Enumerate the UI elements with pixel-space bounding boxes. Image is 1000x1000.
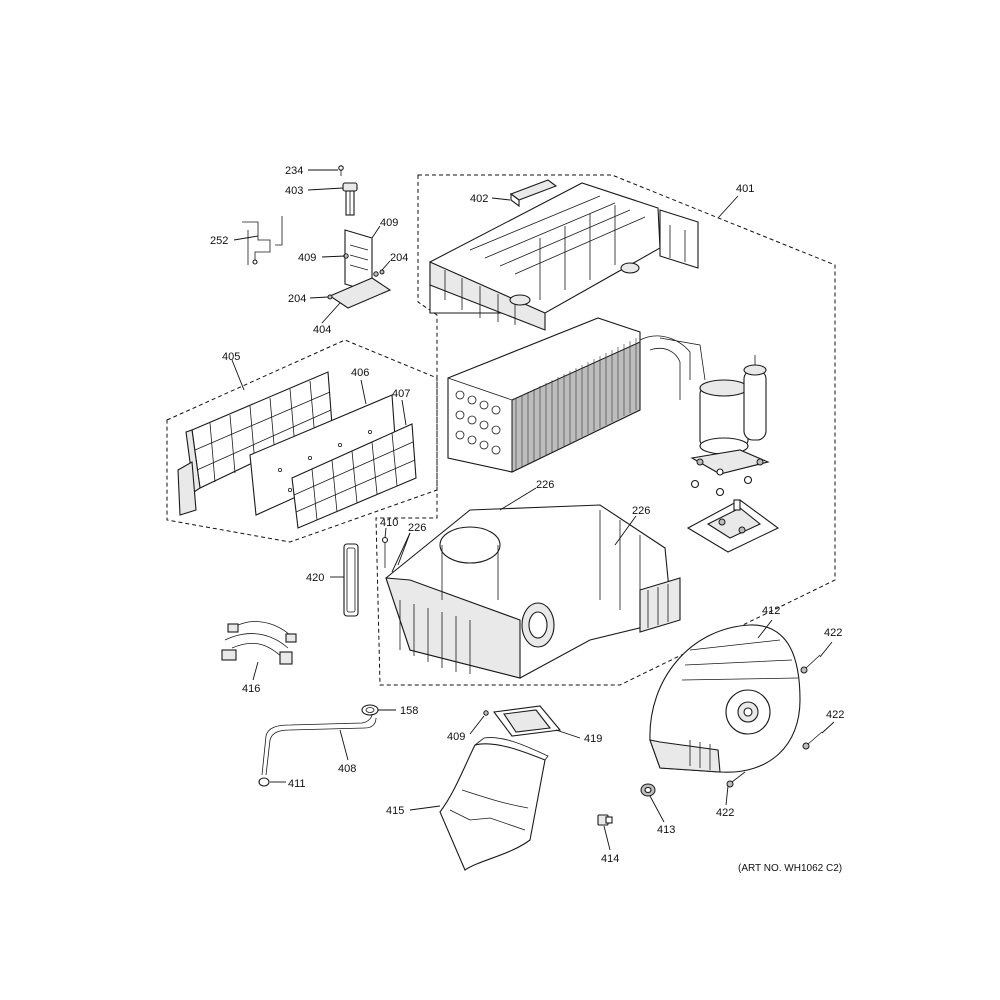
callout-410: 410 (380, 517, 398, 529)
callout-226-left: 226 (408, 522, 426, 534)
part-408-drain-hose[interactable] (261, 713, 377, 776)
part-415-duct[interactable] (439, 737, 549, 871)
callout-158: 158 (400, 705, 418, 717)
callout-226-top: 226 (536, 479, 554, 491)
leader-lines (231, 169, 835, 851)
part-compressor[interactable] (639, 335, 770, 497)
callout-420: 420 (306, 572, 324, 584)
callout-labels: 234 403 252 409 409 204 204 404 402 401 … (210, 165, 844, 865)
callout-226-right: 226 (632, 505, 650, 517)
part-407-filter-grid[interactable] (291, 423, 417, 529)
part-414-connector[interactable] (597, 814, 613, 826)
callout-422-middle: 422 (826, 709, 844, 721)
part-evaporator-coil[interactable] (447, 317, 641, 473)
part-226-base-pan[interactable] (385, 504, 681, 679)
callout-419: 419 (584, 733, 602, 745)
callout-234: 234 (285, 165, 303, 177)
part-422-screw-upper[interactable] (800, 654, 821, 674)
part-412-blower-housing[interactable] (649, 624, 801, 773)
callout-413: 413 (657, 824, 675, 836)
part-419-bracket[interactable] (492, 705, 562, 737)
part-422-screw-lower[interactable] (726, 771, 746, 788)
part-404-bracket[interactable] (328, 229, 392, 309)
part-403-sensor[interactable] (342, 182, 358, 216)
part-409-screw-lower[interactable] (483, 710, 489, 716)
part-416-wire-harness[interactable] (221, 621, 297, 665)
part-401-top-housing[interactable] (429, 182, 699, 331)
art-number: (ART NO. WH1062 C2) (738, 863, 842, 874)
callout-405: 405 (222, 351, 240, 363)
part-252-wire-harness[interactable] (242, 216, 283, 265)
callout-409-left: 409 (298, 252, 316, 264)
part-158-clamp[interactable] (361, 704, 379, 716)
part-204-screw-right[interactable] (379, 269, 385, 275)
callout-422-upper: 422 (824, 627, 842, 639)
callout-411: 411 (288, 778, 306, 790)
callout-403: 403 (285, 185, 303, 197)
part-420-gasket[interactable] (343, 543, 359, 617)
filter-group-outline (166, 339, 438, 543)
callout-407: 407 (392, 388, 410, 400)
callout-415: 415 (386, 805, 404, 817)
part-413-grommet[interactable] (640, 783, 656, 797)
callout-414: 414 (601, 853, 619, 865)
callout-416: 416 (242, 683, 260, 695)
part-411-clamp[interactable] (258, 777, 270, 787)
callout-204-right: 204 (390, 252, 408, 264)
part-234-screw[interactable] (338, 165, 344, 176)
callout-409-lower: 409 (447, 731, 465, 743)
part-410-screw[interactable] (381, 536, 389, 569)
callout-204-left: 204 (288, 293, 306, 305)
callout-401: 401 (736, 183, 754, 195)
part-422-screw-middle[interactable] (802, 731, 823, 750)
part-402-foam-pad[interactable] (509, 179, 558, 208)
part-compressor-base-plate[interactable] (686, 499, 780, 553)
callout-422-lower: 422 (716, 807, 734, 819)
callout-408: 408 (338, 763, 356, 775)
callout-402: 402 (470, 193, 488, 205)
callout-404: 404 (313, 324, 331, 336)
part-204-screw-left[interactable] (327, 294, 333, 300)
callout-409-right: 409 (380, 217, 398, 229)
callout-406: 406 (351, 367, 369, 379)
part-405-filter-frame[interactable] (177, 371, 333, 516)
callout-412: 412 (762, 605, 780, 617)
callout-252: 252 (210, 235, 228, 247)
